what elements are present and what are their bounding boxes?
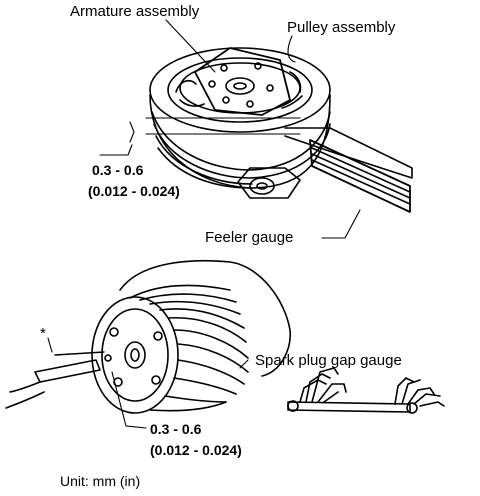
spark-plug-gauge [287,367,445,414]
spark-plug-gap-gauge-label: Spark plug gap gauge [255,352,402,369]
pulley-assembly-label: Pulley assembly [287,19,396,36]
bottom-gap-spec-mm: 0.3 - 0.6 [150,421,202,437]
armature-assembly-label: Armature assembly [70,3,200,20]
bottom-gap-spec-in: (0.012 - 0.024) [150,442,242,458]
bottom-illustration [5,259,291,429]
top-gap-spec-mm: 0.3 - 0.6 [92,162,144,178]
asterisk-label: * [40,325,46,342]
top-illustration [99,19,413,239]
top-gap-spec-in: (0.012 - 0.024) [88,183,180,199]
feeler-gauge-label: Feeler gauge [205,229,294,246]
unit-label: Unit: mm (in) [60,473,141,489]
